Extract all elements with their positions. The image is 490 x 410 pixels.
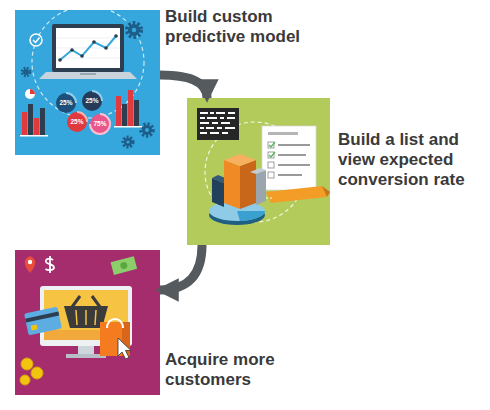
- shopping-illustration: [20, 219, 137, 385]
- step-caption: Build a list and view expected conversio…: [338, 130, 486, 190]
- flow-arrow: [160, 75, 207, 98]
- analytics-illustration: [20, 6, 153, 147]
- step-label: Build custom predictive model: [165, 7, 315, 47]
- list-chart-illustration: [197, 108, 330, 225]
- step-label: Acquire more customers: [165, 350, 305, 390]
- illustration-tile: Build a list and view expected conversio…: [187, 98, 330, 245]
- step-caption: Build custom predictive model: [165, 7, 315, 47]
- illustration-tile: Build custom predictive model: [15, 10, 160, 155]
- flow-arrow: [160, 245, 202, 290]
- step-caption: Acquire more customers: [165, 350, 305, 390]
- step-label: Build a list and view expected conversio…: [338, 130, 486, 190]
- illustration-tile: Acquire more customers: [15, 250, 160, 395]
